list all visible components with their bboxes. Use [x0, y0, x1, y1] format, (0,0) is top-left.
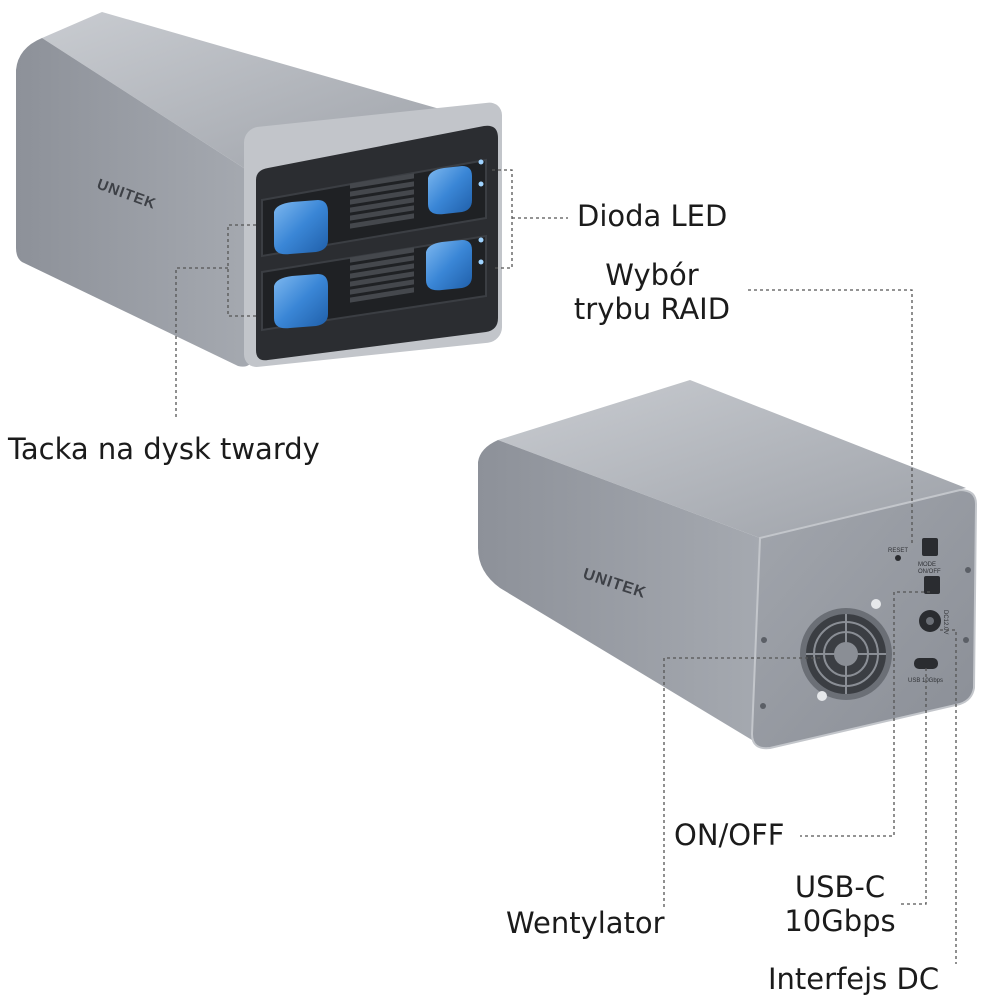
fan-grille — [800, 599, 892, 701]
usb-c-port — [914, 658, 938, 669]
power-switch — [924, 576, 940, 594]
rear-ports — [895, 538, 941, 669]
callout-led-label: Dioda LED — [577, 199, 728, 233]
callout-dc-label: Interfejs DC — [768, 962, 940, 996]
rear-label-dc: DC12.0V — [942, 610, 948, 634]
led-indicators — [478, 159, 484, 265]
callout-raid-line2: trybu RAID — [573, 292, 731, 326]
rear-label-reset: RESET — [888, 548, 908, 554]
callout-tray-label: Tacka na dysk twardy — [8, 432, 320, 466]
enclosure-front-view: UNITEK — [16, 12, 502, 367]
callout-raid-label: Wybór trybu RAID — [566, 258, 738, 326]
drive-tray-upper — [261, 158, 487, 258]
callout-line-tray — [175, 224, 256, 418]
callout-line-led — [492, 169, 568, 269]
callout-line-raid — [748, 289, 913, 544]
enclosure-rear-view: RESET MODE ON/OFF DC12.0V USB 10Gbps UNI… — [478, 380, 978, 750]
rear-label-mode: MODE — [918, 562, 936, 568]
callout-usbc-line2: 10Gbps — [784, 904, 896, 938]
callout-fan-label: Wentylator — [506, 906, 665, 940]
callout-line-onoff — [800, 591, 930, 837]
rear-enclosure-top — [498, 380, 966, 538]
callout-lines — [175, 169, 957, 964]
callout-line-fan — [663, 657, 820, 910]
reset-hole — [895, 555, 901, 561]
callout-raid-line1: Wybór — [605, 258, 699, 292]
enclosure-left-side — [16, 38, 250, 367]
mode-switch — [922, 538, 938, 556]
drive-tray-lower — [261, 234, 487, 332]
callout-usbc-label: USB-C 10Gbps — [780, 870, 900, 938]
callout-usbc-line1: USB-C — [794, 870, 886, 904]
callout-onoff-label: ON/OFF — [674, 818, 785, 852]
rear-enclosure-side — [478, 440, 760, 740]
callout-line-usbc — [900, 668, 927, 905]
rear-label-onoff: ON/OFF — [918, 569, 941, 575]
